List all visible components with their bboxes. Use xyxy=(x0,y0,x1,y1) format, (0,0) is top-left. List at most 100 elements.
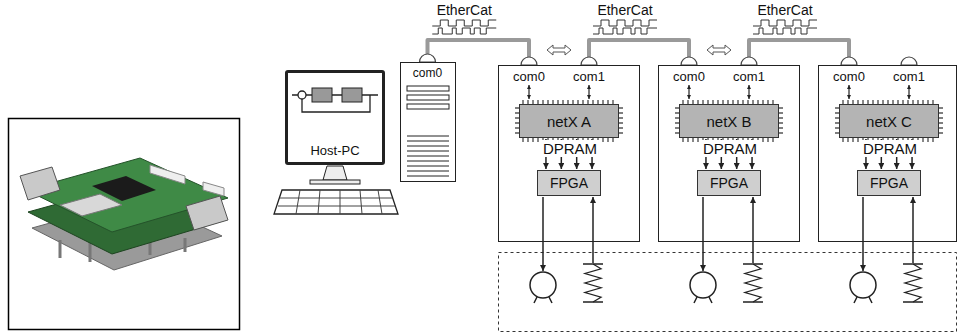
chip-pins xyxy=(675,100,783,142)
port-connector xyxy=(681,57,697,65)
fpga-box: FPGA xyxy=(537,170,601,196)
spring-plates xyxy=(583,264,603,302)
drive-bay xyxy=(407,86,449,91)
slave-board: com0 com1DPRAM netX A FPGA xyxy=(498,65,640,242)
sensor-arrow xyxy=(912,197,914,263)
signal-wave xyxy=(753,28,817,34)
port-connector xyxy=(581,57,597,65)
slave-board: com0 com1DPRAM netX B FPGA xyxy=(658,65,800,242)
plant-frame xyxy=(499,253,957,332)
pin-header xyxy=(203,182,224,196)
host-pc-monitor: Host-PC xyxy=(285,70,385,165)
tower-drawing xyxy=(407,86,449,176)
fpga-label: FPGA xyxy=(870,176,908,190)
keyboard-key-line xyxy=(360,190,362,214)
card-slot xyxy=(60,194,122,216)
signal-wave xyxy=(593,28,657,34)
signal-wave xyxy=(432,20,496,26)
motor-symbol xyxy=(850,272,876,298)
monitor-stand xyxy=(323,166,347,180)
port-label: com0 xyxy=(833,70,865,83)
port-arrow xyxy=(748,85,749,99)
ethernet-jack xyxy=(186,196,228,230)
screen-block xyxy=(342,88,362,102)
port-connector xyxy=(841,57,857,65)
port-label: com0 xyxy=(513,70,545,83)
motor-feet xyxy=(854,297,872,303)
heat-sink-fin xyxy=(59,240,62,258)
fpga-label: FPGA xyxy=(710,176,748,190)
keyboard-key-line xyxy=(340,190,341,214)
screen-feedback-line xyxy=(302,95,370,112)
dpram-label: DPRAM xyxy=(860,140,920,157)
bus-label: EtherCat xyxy=(597,3,652,17)
photo-frame xyxy=(9,119,240,330)
port-connector xyxy=(901,57,917,65)
slave-board: com0com1DPRAMnetX CFPGA xyxy=(818,65,957,242)
port-connector xyxy=(420,54,436,62)
fpga-label: FPGA xyxy=(550,176,588,190)
board-photo xyxy=(9,119,240,330)
chip-pins xyxy=(515,100,623,142)
motor-command-arrow xyxy=(542,197,544,271)
port-arrow xyxy=(848,85,849,99)
pc-tower: com0 xyxy=(400,62,456,182)
dpram-label: DPRAM xyxy=(540,140,600,157)
duplex-arrow xyxy=(707,45,731,55)
port-arrow xyxy=(588,85,589,99)
screen-block xyxy=(312,88,332,102)
motor-feet xyxy=(534,297,552,303)
keyboard-row xyxy=(278,206,395,207)
drive-bay xyxy=(407,95,449,100)
chip-label: netX B xyxy=(706,114,751,129)
keyboard-key-line xyxy=(378,190,382,214)
port-label: com1 xyxy=(573,70,605,83)
fpga-box: FPGA xyxy=(857,170,921,196)
vent-lines xyxy=(407,136,449,176)
screen-sum-point xyxy=(298,91,306,99)
port-label: com1 xyxy=(893,70,925,83)
duplex-arrow xyxy=(547,45,571,55)
monitor-base xyxy=(310,180,360,184)
signal-wave xyxy=(432,28,496,34)
motor-command-arrow xyxy=(862,197,864,271)
pc-label: Host-PC xyxy=(310,144,359,157)
motor-symbol xyxy=(530,272,556,298)
signal-wave xyxy=(593,20,657,26)
spring-plates xyxy=(743,264,763,302)
spring-symbol xyxy=(585,264,601,302)
bus-label: EtherCat xyxy=(757,3,812,17)
port-label: com0 xyxy=(673,70,705,83)
ethercat-line xyxy=(589,40,689,65)
keyboard-key-line xyxy=(318,190,320,214)
fpga-box: FPGA xyxy=(697,170,761,196)
host-pc-drawing xyxy=(274,88,398,214)
signal-wave xyxy=(753,20,817,26)
chip-label: netX A xyxy=(547,114,591,129)
keyboard-key-line xyxy=(296,190,300,214)
motor-symbol xyxy=(690,272,716,298)
keyboard xyxy=(274,190,398,214)
port-arrow xyxy=(908,85,909,99)
port-arrow xyxy=(688,85,689,99)
sensor-arrow xyxy=(752,197,754,263)
spring-plates xyxy=(903,264,923,302)
spring-symbol xyxy=(905,264,921,302)
dpram-label: DPRAM xyxy=(700,140,760,157)
port-arrow xyxy=(528,85,529,99)
ethernet-jack xyxy=(20,167,60,200)
ethercat-line xyxy=(749,40,849,65)
port-label: com1 xyxy=(733,70,765,83)
port-label: com0 xyxy=(413,67,442,79)
spring-symbol xyxy=(745,264,761,302)
chip-pins xyxy=(835,100,943,142)
sensor-arrow xyxy=(592,197,594,263)
heat-sink-fin xyxy=(184,238,187,252)
drive-bay xyxy=(407,104,449,109)
top-board xyxy=(26,158,228,232)
board-chip xyxy=(92,176,156,201)
motor-feet xyxy=(694,297,712,303)
